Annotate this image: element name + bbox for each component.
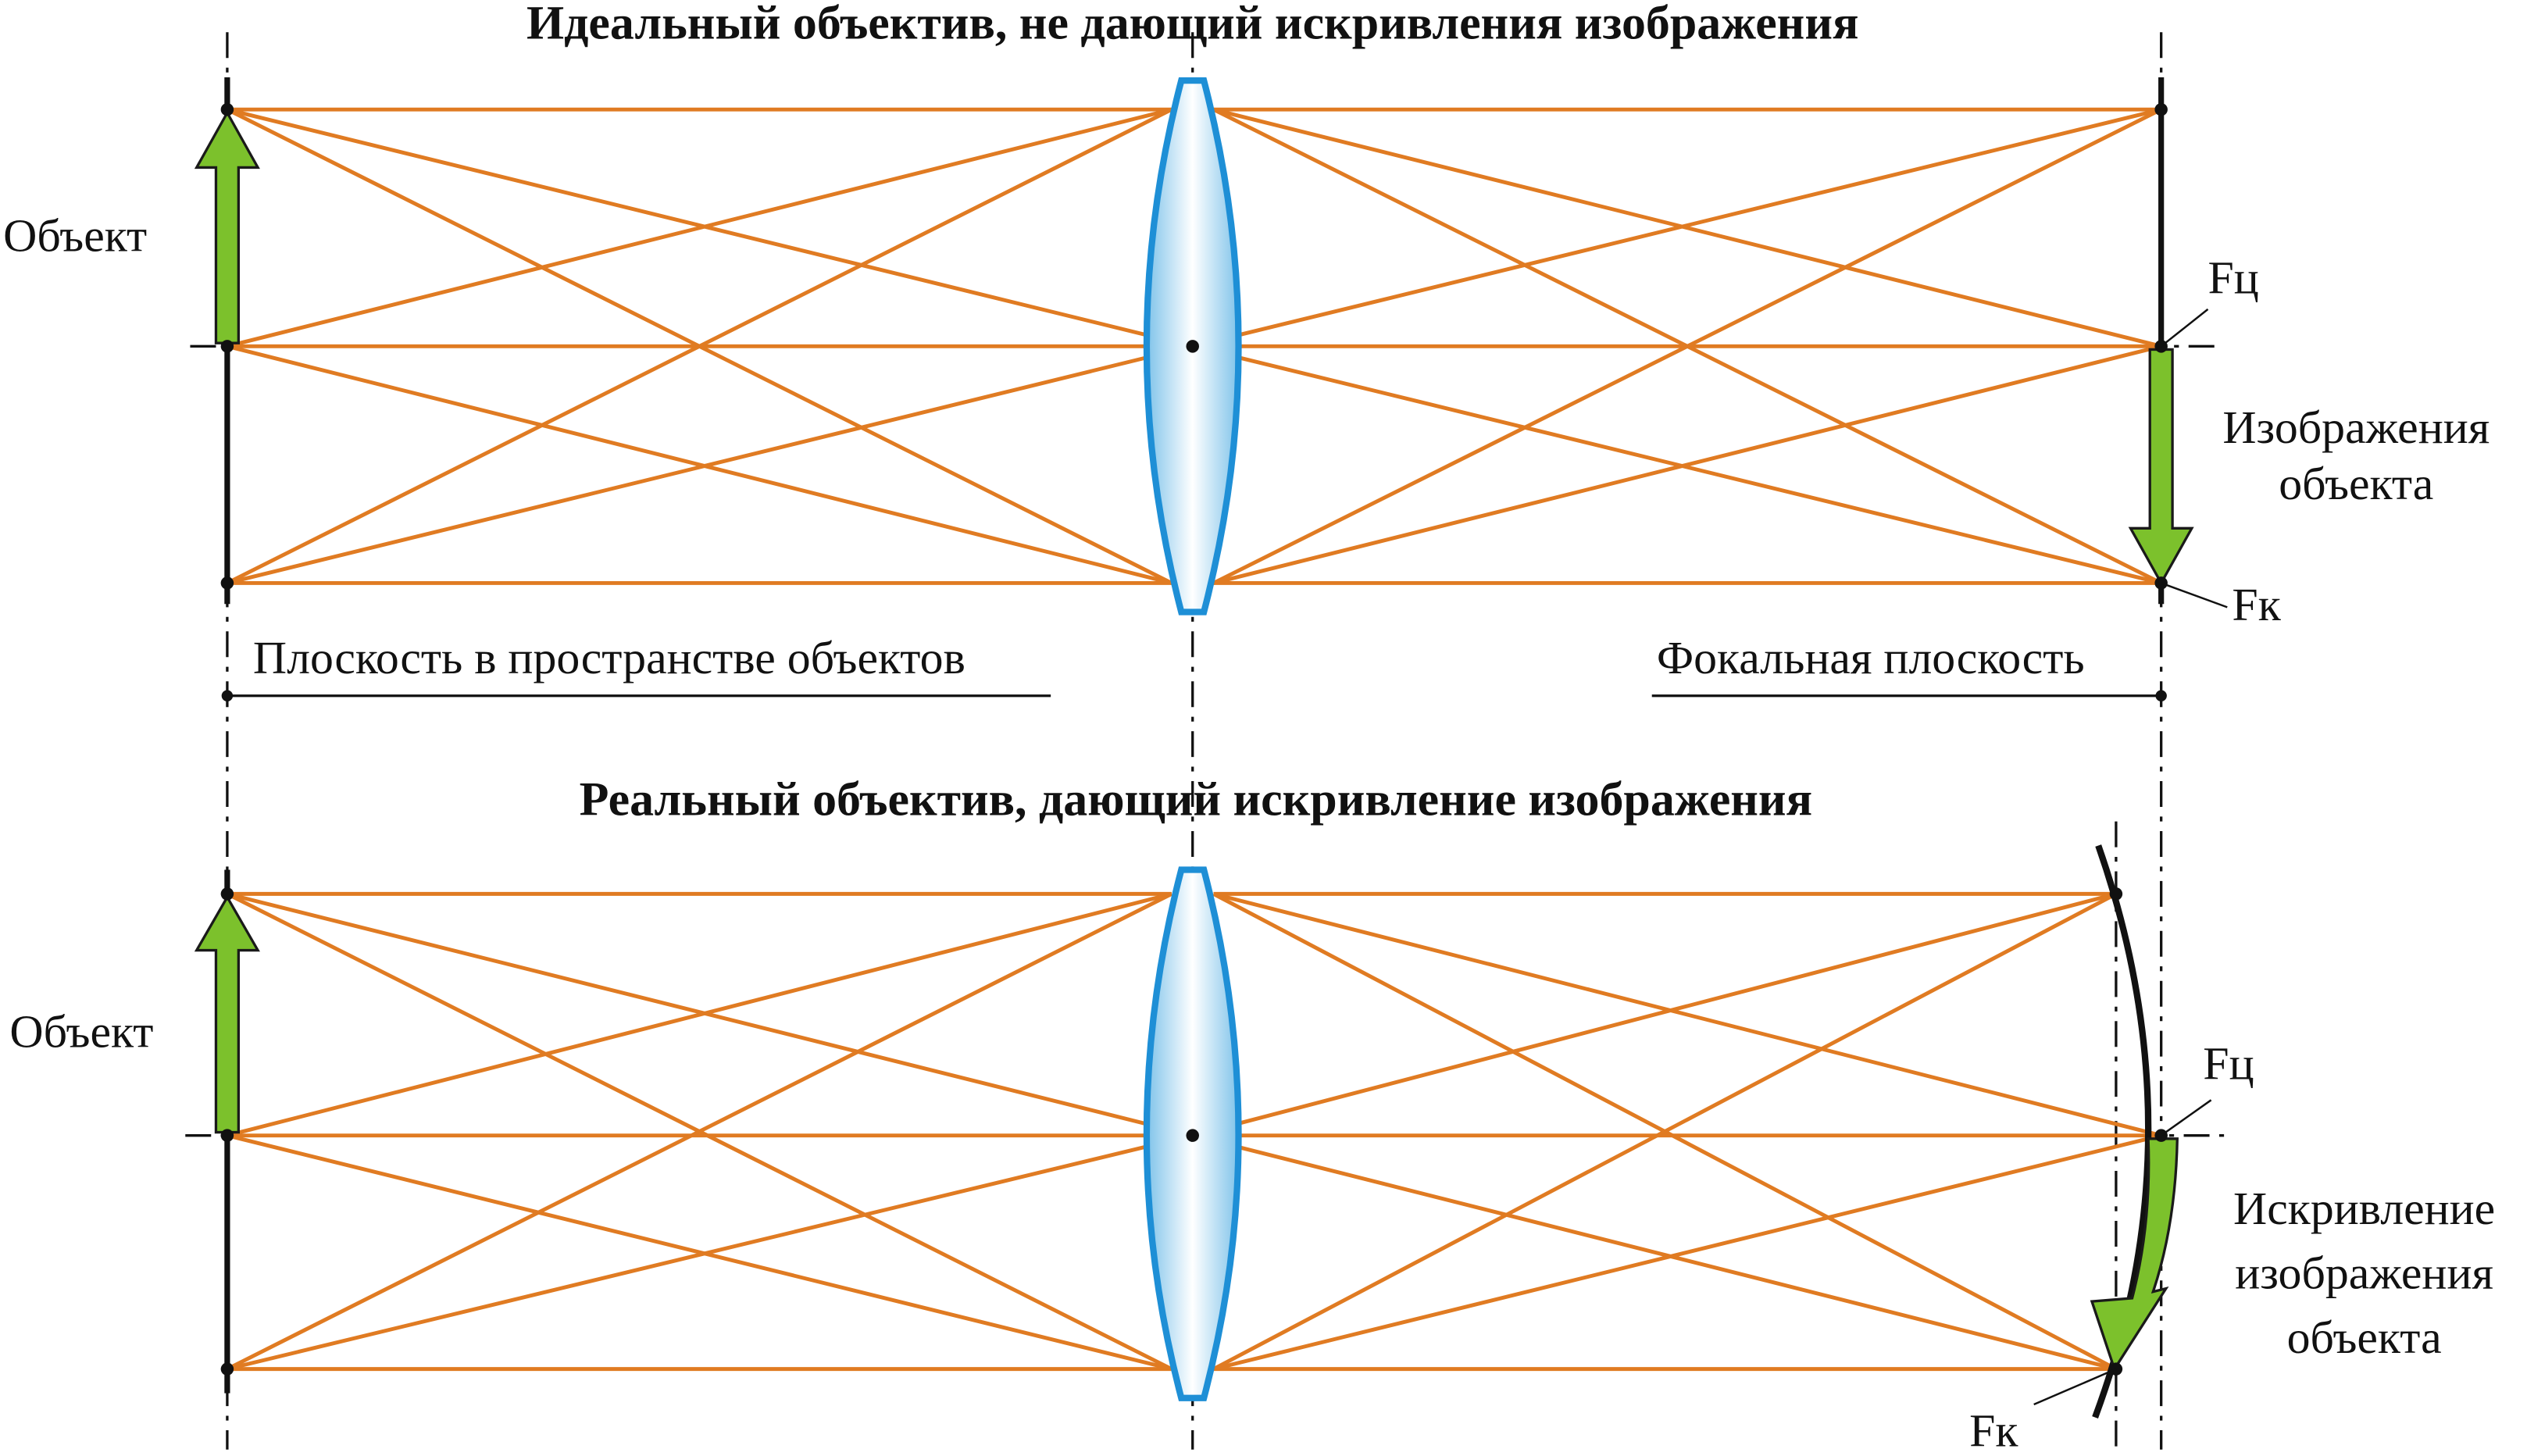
fc-leader-top xyxy=(2160,308,2209,348)
top-image-label-1: Изображения xyxy=(2222,401,2490,453)
light-ray xyxy=(1212,1133,2162,1372)
light-ray xyxy=(226,108,1173,585)
ray-point xyxy=(220,102,234,116)
light-ray xyxy=(227,891,1172,1138)
top-fk-label: Fк xyxy=(2232,579,2281,630)
bottom-title: Реальный объектив, дающий искривление из… xyxy=(580,773,1812,826)
light-ray xyxy=(227,344,1194,585)
fk-leader-top xyxy=(2161,582,2228,608)
light-ray xyxy=(226,892,1173,1371)
light-ray xyxy=(1212,892,2118,1371)
underline-dot-right xyxy=(2155,690,2167,701)
object-arrow-bottom xyxy=(194,894,260,1134)
ray-point xyxy=(220,1129,234,1142)
light-ray xyxy=(1192,1133,2117,1372)
ray-point xyxy=(2154,102,2168,116)
top-object-label: Объект xyxy=(3,210,147,262)
light-ray xyxy=(1212,344,2162,585)
ray-point xyxy=(220,887,234,901)
focal-plane-label: Фокальная плоскость xyxy=(1657,632,2085,683)
light-ray xyxy=(1212,107,2162,585)
ray-point xyxy=(1186,1129,1199,1142)
image-arrow-top xyxy=(2128,348,2194,586)
bottom-image-label-2: изображения xyxy=(2235,1247,2493,1299)
top-fc-label: Fц xyxy=(2208,252,2258,303)
light-ray xyxy=(1192,344,2162,585)
light-ray xyxy=(1192,891,2117,1138)
bottom-fc-label: Fц xyxy=(2203,1038,2254,1090)
bottom-fk-label: Fк xyxy=(1969,1405,2018,1456)
ray-point xyxy=(220,576,234,590)
ray-point xyxy=(2109,887,2123,901)
fk-leader-bottom xyxy=(2033,1368,2117,1406)
top-title: Идеальный объектив, не дающий искривлени… xyxy=(526,0,1858,49)
curved-image-arrow xyxy=(2090,1137,2179,1372)
fc-leader-bottom xyxy=(2160,1099,2212,1137)
light-ray xyxy=(227,891,1194,1138)
light-ray xyxy=(227,107,1172,348)
ray-point xyxy=(220,340,234,353)
underline-dot-left xyxy=(221,690,234,701)
bottom-image-label-3: объекта xyxy=(2287,1311,2442,1363)
top-image-label-2: объекта xyxy=(2279,458,2433,509)
bottom-image-label-1: Искривление xyxy=(2233,1183,2495,1234)
bottom-object-label: Объект xyxy=(9,1005,153,1057)
light-ray xyxy=(227,107,1194,348)
light-ray xyxy=(1192,107,2162,348)
ray-point xyxy=(220,1362,234,1376)
object-arrow-top xyxy=(194,109,260,344)
light-ray xyxy=(227,344,1172,585)
light-ray xyxy=(1212,107,2162,348)
light-ray xyxy=(227,1133,1194,1372)
ray-point xyxy=(1186,340,1199,353)
light-ray xyxy=(1212,891,2162,1138)
object-plane-label: Плоскость в пространстве объектов xyxy=(253,632,965,683)
light-ray xyxy=(227,1133,1172,1372)
